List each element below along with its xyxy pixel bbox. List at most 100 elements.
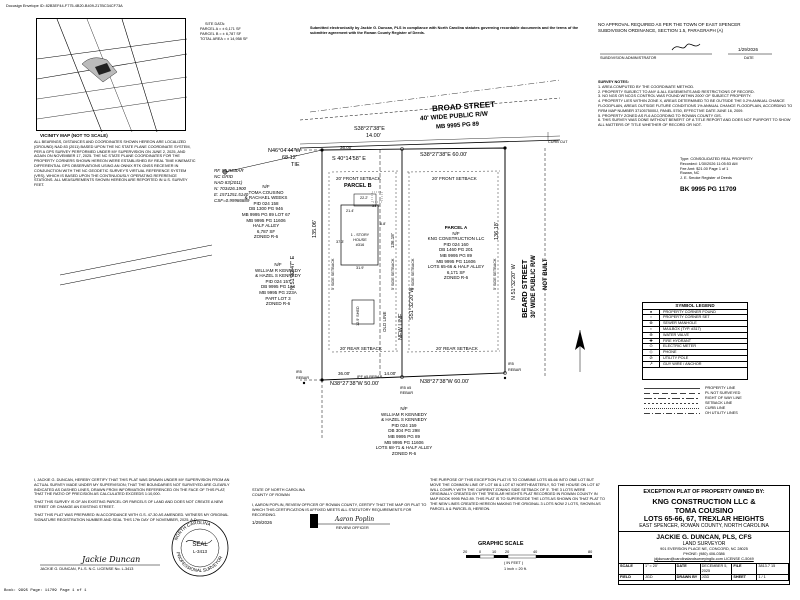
- legend-label: PROPERTY CORNER FOUND: [663, 309, 716, 314]
- line-legend-row: OH UTILITY LINES: [642, 411, 748, 416]
- easting: E: 1571251.5140: [214, 192, 249, 197]
- legend-label: FIRE HYDRANT: [663, 338, 692, 343]
- legend-label: MAILBOX (TYP. #317): [663, 326, 701, 331]
- owner-line: MB 9995 PG 11606: [246, 217, 286, 223]
- line-legend-row: PL NOT SURVEYED: [642, 391, 748, 396]
- line-style-icon: [644, 408, 700, 409]
- cert-paragraph: THAT THIS SURVEY IS OF AN EXISTING PARCE…: [34, 500, 224, 509]
- ir5-label: IR5: [296, 370, 302, 374]
- house-line: #316: [355, 242, 365, 247]
- cert-paragraph: I, JACKIE G. DUNCAN, HEREBY CERTIFY THAT…: [34, 478, 230, 497]
- legend-label: WATER VALVE: [663, 332, 690, 337]
- parcel-a-line: KNG CONSTRUCTION LLC: [427, 236, 485, 242]
- owner-line: DB 1300 PG 946: [248, 206, 284, 212]
- survey-notes-title: SURVEY NOTES:: [598, 80, 629, 84]
- house-label: 1 - STORY HOUSE #316: [344, 233, 376, 247]
- owner-line: DB 9995 PG 124: [260, 284, 296, 290]
- title-line-1: EXCEPTION PLAT OF PROPERTY OWNED BY:: [643, 489, 765, 495]
- parcel-a-line: MB 9995 PG 11606: [436, 258, 476, 264]
- owner-parcel-b: N/F TOMA COUSINO & RACHAEL WEEKS PID 024…: [232, 184, 300, 240]
- title-line-3: TOMA COUSINO: [674, 506, 734, 515]
- recording-register: J. E. Smoke Register of Deeds: [680, 176, 732, 181]
- title-grid-label: FIELD: [619, 574, 644, 580]
- review-date: 1/29/2026: [252, 520, 273, 525]
- side-setback: 5' SIDE SETBACK: [331, 258, 335, 290]
- bearing-bottom-right: N38°27'38"W 60.00': [420, 379, 470, 385]
- owner-line: PART LOT 3: [265, 295, 291, 301]
- vicinity-map-drawing: [37, 19, 187, 132]
- docusign-envelope-id: Docusign Envelope ID: 82B3EF44-F775-4B20…: [6, 4, 123, 8]
- owner-line: MB 9995 PG 11606: [384, 439, 424, 445]
- legend-row: ◇PHONE: [643, 350, 747, 356]
- tie-bearing: N46°04'44"W: [268, 148, 301, 154]
- survey-note: 2. PROPERTY SUBJECT TO ANY & ALL EASEMEN…: [598, 89, 755, 94]
- old-line-label: OLD LINE: [382, 311, 387, 332]
- legend-row: ⊙ELECTRIC METER: [643, 344, 747, 351]
- title-grid-label: DRAWN BY: [676, 574, 701, 580]
- recording-stamp: Type: CONSOLIDATED REAL PROPERTY Recorde…: [680, 157, 790, 181]
- owner-south: N/F WILLIAM R KENNEDY & HAZEL S KENNEDY …: [366, 406, 442, 456]
- owner-line: HALF ALLEY: [252, 223, 280, 229]
- firm-subtitle: LAND SURVEYOR: [682, 541, 726, 547]
- legend-label: UTILITY POLE: [663, 355, 689, 360]
- legend-symbol-icon: ⊙: [643, 344, 660, 350]
- legend-label: ELECTRIC METER: [663, 344, 697, 349]
- ref-rebar: RF. #5 REBAR: [214, 168, 244, 173]
- owner-line: ZONED R-6: [265, 301, 291, 307]
- plat-purpose: THE PURPOSE OF THIS EXCEPTION PLAT IS TO…: [430, 478, 605, 511]
- survey-note: 4. PROPERTY LIES WITHIN ZONE X, AREAS DE…: [598, 99, 793, 113]
- distance-mid-right: 136.18': [390, 233, 395, 248]
- csf: CSF=0.99986889: [214, 198, 250, 203]
- owner-line: PID 024 157: [265, 278, 291, 284]
- parcel-b-label: PARCEL B: [344, 183, 372, 189]
- title-line-5: EAST SPENCER, ROWAN COUNTY, NORTH CAROLI…: [619, 523, 789, 532]
- line-legend-label: RIGHT OF WAY LINE: [705, 396, 742, 401]
- distance-top-left-2: 36.00': [340, 145, 353, 150]
- bearing-mid: S51°32'20"W: [409, 287, 415, 320]
- legend-row: ▪MAILBOX (TYP. #317): [643, 326, 747, 333]
- owner-line: ZONED R-6: [391, 450, 417, 456]
- symbol-legend: SYMBOL LEGEND ●PROPERTY CORNER FOUND○PRO…: [642, 302, 748, 380]
- parcel-a-line: PARCEL A: [444, 225, 468, 230]
- review-statement: I, AARON POPLIN, REVIEW OFFICER OF ROWAN…: [252, 503, 427, 517]
- recording-date: Recorded: 1/30/2026 11:05:53 AM: [680, 161, 738, 166]
- survey-notes: SURVEY NOTES: 1. AREA COMPUTED BY THE CO…: [598, 80, 793, 128]
- title-grid-value: 1 / 1: [757, 574, 790, 580]
- site-data-title: SITE DATA:: [205, 22, 226, 26]
- recording-fee: Fee Amt: $21.00 Page 1 of 1: [680, 166, 729, 171]
- approval-date-label: DATE: [744, 56, 754, 60]
- bearing-right: N 51°32'20" W: [511, 264, 517, 300]
- legend-row: ⊗SEWER MANHOLE: [643, 321, 747, 327]
- nc-grid: NC GRID: [214, 174, 233, 179]
- recording-type: Type: CONSOLIDATED REAL PROPERTY: [680, 157, 753, 161]
- legend-symbol-icon: ◇: [643, 350, 660, 355]
- firm-email: jdjduncan@carolinalandsurveyingllc.com L…: [654, 556, 754, 561]
- dim-label: 37.3': [336, 240, 345, 244]
- owner-line: & HAZEL S KENNEDY: [381, 417, 427, 423]
- scale-tick: 40: [533, 550, 538, 554]
- rear-setback-b: 20' REAR SETBACK: [340, 346, 382, 351]
- title-grid-label: FILE: [732, 564, 758, 574]
- title-grid-value: JGD: [644, 574, 676, 580]
- house-line: HOUSE: [353, 237, 367, 242]
- bottom-dist-1: 36.00': [338, 371, 351, 376]
- surveyor-name: JACKIE G. DUNCAN, P.L.S. N.C. LICENSE No…: [40, 567, 134, 571]
- distance-left: 135.06': [312, 220, 318, 238]
- title-grid-value: JGD: [701, 574, 733, 580]
- ir5-label: IR5: [508, 362, 514, 366]
- survey-note: 6. THIS SURVEY WAS DONE WITHOUT BENEFIT …: [598, 118, 791, 128]
- line-style-icon: [644, 413, 700, 414]
- parcel-a-line: 6,171 SF: [446, 269, 466, 275]
- street-beard-rw: 30' WIDE PUBLIC R/W: [531, 255, 537, 318]
- owner-line: & RACHAEL WEEKS: [244, 195, 288, 201]
- tie-distance: 68.12': [282, 155, 297, 161]
- scale-tick: 80: [588, 550, 593, 554]
- title-grid-value: DECEMBER 5, 2025: [701, 564, 733, 574]
- dim-label: 31.9': [372, 204, 381, 208]
- vicinity-map: [36, 18, 187, 132]
- owner-line: MB 9995 PG 223A: [259, 289, 297, 295]
- bearing-top-right: S38°27'38"E 60.00': [420, 152, 468, 158]
